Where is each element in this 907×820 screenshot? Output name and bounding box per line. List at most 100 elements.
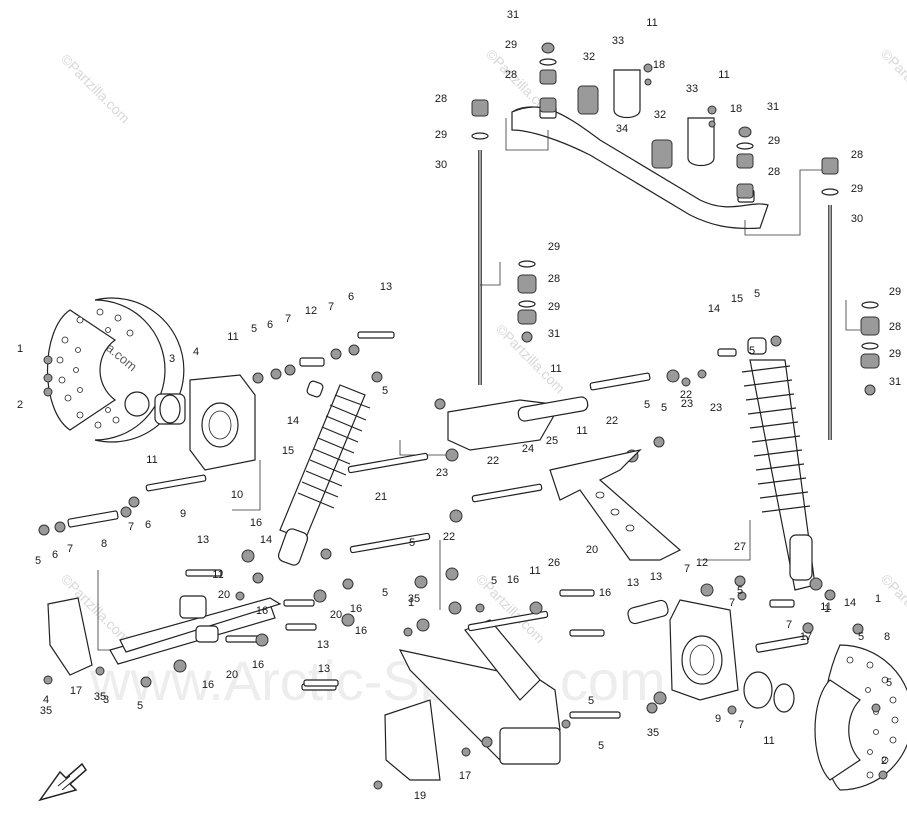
callout-number: 23	[681, 398, 693, 410]
callout-number: 10	[231, 489, 243, 501]
callout-number: 15	[282, 445, 294, 457]
callout-number: 7	[729, 597, 735, 609]
callout-number: 28	[768, 166, 780, 178]
callout-number: 18	[653, 59, 665, 71]
callout-number: 29	[505, 39, 517, 51]
callout-number: 29	[768, 135, 780, 147]
callout-number: 14	[260, 534, 272, 546]
callout-number: 15	[731, 293, 743, 305]
callout-number: 32	[654, 109, 666, 121]
callout-number: 20	[226, 669, 238, 681]
callout-number: 7	[684, 563, 690, 575]
callout-number: 5	[598, 740, 604, 752]
callout-number: 11	[820, 601, 831, 613]
callout-number: 5	[382, 587, 388, 599]
callout-number: 5	[737, 585, 743, 597]
callout-number: 28	[889, 321, 901, 333]
callout-number: 11	[576, 425, 587, 437]
right-bushing-stack	[860, 301, 880, 396]
callout-number: 13	[380, 281, 392, 293]
callout-number: 28	[851, 149, 863, 161]
watermark-partzilla: ©Partzilla.com	[878, 571, 907, 646]
callout-number: 5	[491, 575, 497, 587]
left-upper-bolts	[38, 331, 395, 536]
callout-number: 14	[287, 415, 299, 427]
callout-number: 5	[409, 537, 415, 549]
callout-number: 7	[128, 521, 134, 533]
callout-number: 16	[507, 574, 519, 586]
left-knuckle	[124, 374, 256, 471]
right-shock-absorber	[717, 335, 836, 601]
callout-number: 24	[522, 443, 534, 455]
callout-number: 11	[550, 363, 561, 375]
callout-number: 6	[348, 291, 354, 303]
lower-left-arm	[43, 548, 355, 691]
right-knuckle	[627, 575, 864, 715]
callout-number: 29	[889, 286, 901, 298]
callout-number: 13	[317, 639, 329, 651]
callout-number: 11	[227, 331, 238, 343]
callout-number: 20	[330, 609, 342, 621]
brake-disc-right	[814, 644, 907, 791]
callout-number: 11	[146, 454, 157, 466]
callout-number: 3	[103, 694, 109, 706]
callout-number: 16	[350, 603, 362, 615]
callout-number: 23	[436, 467, 448, 479]
callout-number: 26	[548, 557, 560, 569]
callout-number: 22	[487, 455, 499, 467]
callout-number: 5	[251, 323, 257, 335]
callout-number: 6	[145, 519, 151, 531]
callout-number: 5	[749, 345, 755, 357]
callout-number: 28	[505, 69, 517, 81]
callout-number: 7	[738, 719, 744, 731]
stabilizer-bar-assembly	[511, 42, 769, 230]
callout-number: 35	[40, 705, 52, 717]
callout-number: 9	[180, 508, 186, 520]
callout-number: 29	[548, 241, 560, 253]
callout-number: 31	[507, 9, 519, 21]
upper-a-arm	[347, 369, 707, 561]
callout-number: 1	[408, 597, 414, 609]
callout-number: 16	[250, 517, 262, 529]
callout-number: 11	[718, 69, 729, 81]
callout-number: 29	[548, 301, 560, 313]
callout-number: 5	[382, 385, 388, 397]
callout-number: 2	[17, 399, 23, 411]
link-rod-left	[471, 99, 489, 385]
callout-number: 1	[824, 603, 830, 615]
callout-number: 30	[435, 159, 447, 171]
callout-number: 5	[588, 695, 594, 707]
callout-number: 22	[606, 415, 618, 427]
lower-center-arm	[303, 567, 621, 790]
callout-number: 33	[686, 83, 698, 95]
callout-number: 17	[800, 631, 812, 643]
callout-number: 7	[285, 313, 291, 325]
callout-number: 34	[616, 123, 628, 135]
callout-number: 4	[193, 346, 199, 358]
callout-number: 6	[52, 549, 58, 561]
callout-number: 29	[889, 348, 901, 360]
callout-number: 14	[708, 303, 720, 315]
callout-number: 12	[696, 557, 708, 569]
callout-number: 23	[710, 402, 722, 414]
callout-number: 9	[715, 713, 721, 725]
callout-number: 35	[94, 691, 106, 703]
callout-number: 13	[650, 571, 662, 583]
front-direction-arrow-icon	[38, 762, 87, 802]
left-shock-absorber	[277, 380, 371, 566]
callout-number: 35	[408, 593, 420, 605]
callout-number: 29	[851, 183, 863, 195]
callout-number: 16	[599, 587, 611, 599]
callout-number: 5	[137, 700, 143, 712]
callout-number: 5	[35, 555, 41, 567]
leader-lines	[97, 118, 860, 651]
callout-number: 28	[548, 273, 560, 285]
callout-number: 5	[0, 0, 3, 3]
callout-number: 25	[546, 435, 558, 447]
callout-number: 5	[754, 288, 760, 300]
callout-number: 16	[256, 605, 268, 617]
callout-number: 17	[70, 685, 82, 697]
callout-number: 16	[355, 625, 367, 637]
